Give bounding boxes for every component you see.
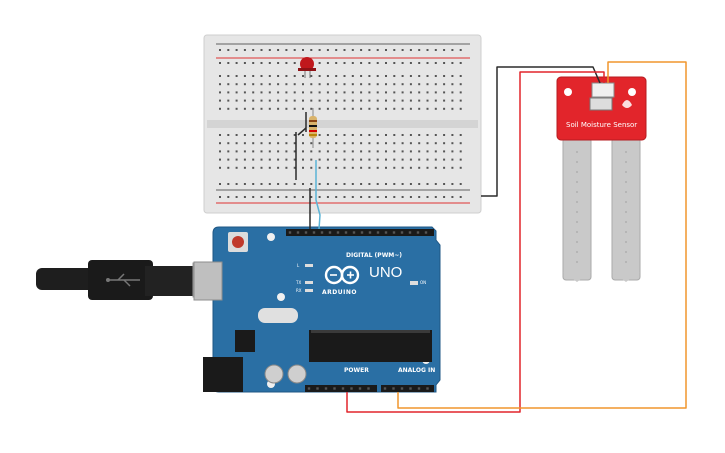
microcontroller-chip [309, 330, 432, 362]
wire-blue-signal [315, 160, 321, 230]
analog-header [381, 385, 434, 392]
usb-port [193, 261, 223, 301]
droplet-icon [622, 100, 632, 108]
usb-icon [106, 273, 140, 287]
breadboard-holes [219, 49, 462, 198]
power-jack [203, 357, 243, 392]
tx-label: TX [296, 280, 302, 285]
arduino-infinity-logo [324, 265, 360, 285]
capacitor [264, 364, 284, 384]
soil-moisture-sensor[interactable] [556, 76, 647, 282]
sensor-label: Soil Moisture Sensor [566, 121, 638, 129]
l-led [305, 264, 313, 267]
on-led-label: ON [420, 280, 427, 285]
l-led-label: L [297, 263, 300, 268]
red-led[interactable] [298, 57, 316, 78]
rx-label: RX [296, 288, 302, 293]
wires [295, 61, 687, 413]
capacitor [287, 364, 307, 384]
wire-red-5v [346, 71, 605, 413]
arduino-uno-board[interactable] [193, 226, 441, 393]
probe-traces [576, 151, 627, 263]
pin-labels [288, 231, 429, 390]
power-header [305, 385, 377, 392]
uno-label: UNO [369, 264, 403, 281]
digital-header-label: DIGITAL (PWM~) [346, 252, 403, 259]
crystal [258, 308, 298, 323]
analog-header-label: ANALOG IN [398, 367, 436, 374]
power-header-label: POWER [344, 367, 369, 374]
breadboard[interactable] [203, 34, 482, 214]
tx-led [305, 281, 313, 284]
sensor-pins [589, 97, 613, 111]
digital-header [286, 229, 434, 236]
sensor-pin-header [591, 82, 615, 98]
rx-led [305, 289, 313, 292]
on-led [410, 281, 418, 285]
voltage-regulator [235, 330, 255, 352]
wire-orange-a0 [397, 61, 687, 409]
resistor[interactable] [309, 108, 317, 148]
arduino-brand-label: ARDUINO [322, 289, 357, 296]
